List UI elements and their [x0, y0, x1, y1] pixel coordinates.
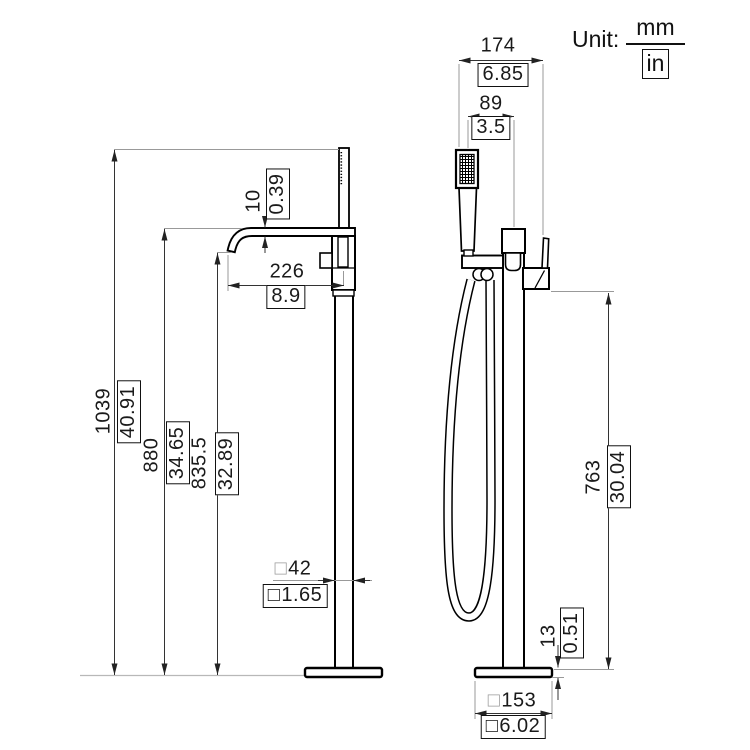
unit-fraction: mm in: [626, 14, 685, 79]
front-overall-width-mm: 174: [480, 34, 516, 57]
square-in-value: 6.02: [499, 715, 541, 737]
front-valve-detail: [534, 270, 546, 289]
side-spout-height-mm: 880: [140, 437, 163, 473]
front-view-dimensions: [458, 57, 614, 719]
hose-outline: [443, 278, 496, 622]
side-handshower-profile: [338, 147, 350, 230]
square-symbol: □: [274, 557, 288, 580]
square-symbol: □: [487, 689, 501, 712]
front-column: [502, 239, 525, 669]
front-base-thickness-in: 0.51: [560, 607, 584, 659]
unit-note: Unit: mm in: [572, 14, 685, 79]
front-overall-width-in: 6.85: [477, 63, 529, 87]
side-handle: [319, 252, 333, 269]
unit-word: Unit:: [572, 26, 620, 52]
front-base-square-in: □6.02: [480, 715, 546, 739]
front-base-thickness-mm: 13: [537, 624, 560, 648]
square-in-value: 1.65: [281, 584, 323, 606]
side-spout: [226, 227, 356, 254]
square-mm-value: 153: [501, 689, 537, 712]
square-symbol: □: [267, 584, 281, 606]
front-outlet: [504, 252, 522, 272]
unit-in: in: [641, 49, 670, 79]
side-overall-height-in: 40.91: [117, 380, 141, 444]
side-column-square-in: □1.65: [262, 584, 328, 608]
side-pillar: [334, 293, 354, 669]
front-view-faucet: [443, 148, 554, 679]
side-view-faucet: [226, 147, 384, 679]
square-symbol: □: [485, 715, 499, 737]
unit-mm: mm: [626, 14, 685, 45]
handshower-spray-face: [459, 153, 475, 185]
side-overall-height-mm: 1039: [92, 387, 115, 435]
hose-nut: [480, 267, 494, 282]
side-spout-thickness-in: 0.39: [266, 168, 290, 220]
front-shower-offset-mm: 89: [479, 92, 503, 115]
side-outlet-height-mm: 835.5: [188, 436, 211, 490]
hose-fill: [444, 279, 495, 621]
front-handle-height-in: 30.04: [607, 445, 631, 509]
side-joint-band: [332, 289, 355, 297]
front-shower-offset-in: 3.5: [471, 116, 511, 140]
front-holder-bar: [461, 254, 504, 269]
side-base-plate: [303, 666, 384, 679]
front-handle-height-mm: 763: [582, 459, 605, 495]
handshower-handle: [458, 187, 478, 252]
square-mm-value: 42: [288, 557, 312, 580]
side-spout-reach-in: 8.9: [266, 285, 306, 309]
side-spout-thickness-mm: 10: [242, 189, 265, 213]
side-holder-slot: [337, 236, 349, 268]
handshower-connector: [463, 249, 474, 257]
front-base-plate: [473, 666, 554, 679]
side-column-square-mm: □42: [274, 557, 312, 580]
front-spout-end: [501, 228, 526, 254]
side-spout-reach-mm: 226: [269, 260, 305, 283]
side-outlet-height-in: 32.89: [215, 432, 239, 496]
front-base-square-mm: □153: [487, 689, 537, 712]
front-lever-handle: [541, 237, 550, 269]
side-spout-height-in: 34.65: [166, 421, 190, 485]
